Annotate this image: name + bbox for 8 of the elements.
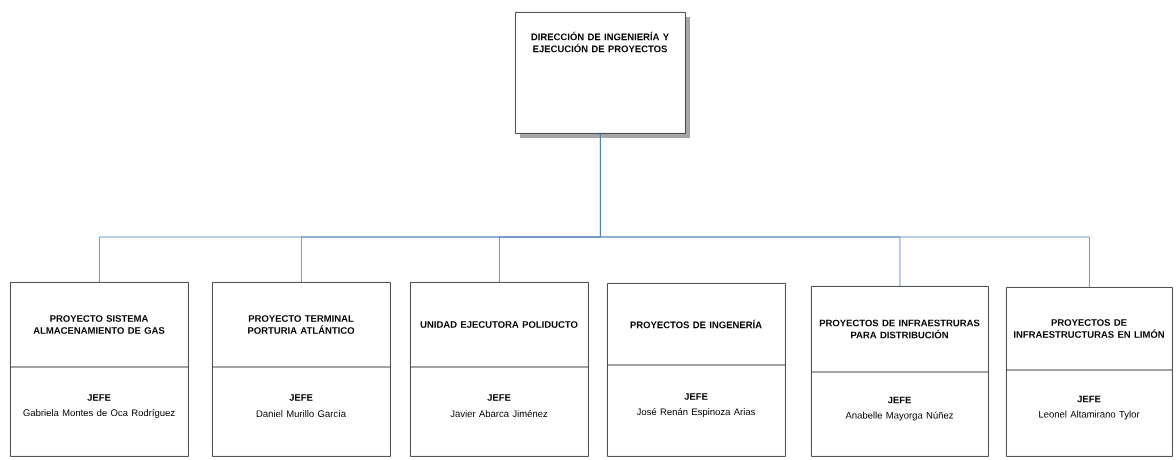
org-box: PROYECTOS DE INFRAESTRURAS PARA DISTRIBUCIÓN JEFE Anabelle Mayorga Núñez bbox=[810, 286, 989, 457]
org-box: UNIDAD EJECUTORA POLIDUCTO JEFE Javier Abarca Jiménez bbox=[409, 282, 589, 457]
org-box: PROYECTO TERMINAL PORTURIA ATLÁNTICO JEFE Daniel Murillo García bbox=[211, 282, 391, 457]
connector-line bbox=[600, 133, 1090, 288]
org-box: PROYECTOS DE INGENERÍA JEFE José Renán Espinoza Arias bbox=[606, 283, 786, 457]
org-box: DIRECCIÓN DE INGENIERÍA Y EJECUCIÓN DE PROYECTOS bbox=[515, 12, 690, 138]
org-box: PROYECTOS DE INFRAESTRUCTURAS EN LIMÓN JEFE Leonel Altamirano Tylor bbox=[1005, 287, 1173, 457]
org-box: PROYECTO SISTEMA ALMACENAMIENTO DE GAS JEFE Gabriela Montes de Oca Rodríguez bbox=[9, 282, 189, 457]
